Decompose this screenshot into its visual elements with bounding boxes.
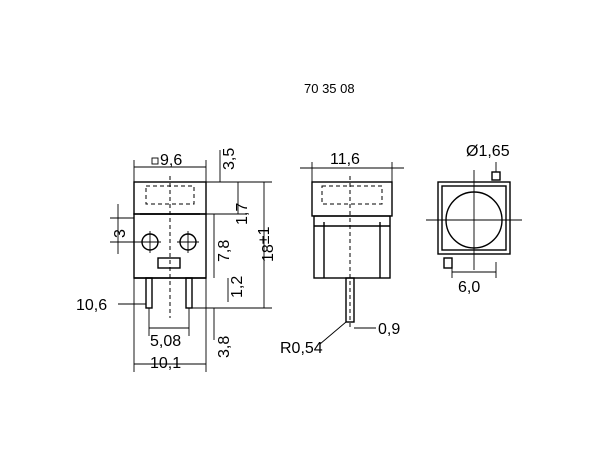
front-view: 9,6 3,5 1,7 3 7,8 1,2 18±1 10,6 5,08 xyxy=(76,148,277,372)
dim-pin-pitch: 5,08 xyxy=(150,333,181,350)
dim-total-height-value: 18 xyxy=(260,244,277,262)
dim-body-height: 7,8 xyxy=(216,240,233,262)
top-pin-mark xyxy=(443,257,453,269)
square-symbol xyxy=(151,157,159,165)
dim-total-height: 18±1 xyxy=(256,226,277,262)
dim-pin-length: 3,8 xyxy=(216,336,233,358)
part-number-label: 70 35 08 xyxy=(304,81,355,96)
side-cap xyxy=(311,181,393,217)
front-tab xyxy=(157,257,181,269)
dim-pin-step: 1,2 xyxy=(229,276,246,298)
dim-side-width: 11,6 xyxy=(330,151,360,168)
dim-hole-spacing: 3 xyxy=(112,229,129,238)
front-cap-hidden xyxy=(145,185,195,205)
dim-front-width: 9,6 xyxy=(160,152,182,169)
dim-top-width: 6,0 xyxy=(458,279,480,296)
top-view: Ø1,65 6,0 xyxy=(426,143,522,296)
dim-total-height-tol: ±1 xyxy=(256,226,273,244)
dim-top-hole: Ø1,65 xyxy=(466,143,510,160)
dim-cap-height: 3,5 xyxy=(221,148,238,170)
dim-left-ref: 10,6 xyxy=(76,297,107,314)
front-pin-right xyxy=(185,277,193,309)
front-pin-left xyxy=(145,277,153,309)
dim-cap-step: 1,7 xyxy=(234,203,251,225)
dim-pin-thickness: 0,9 xyxy=(378,321,400,338)
top-small-hole xyxy=(491,171,501,181)
side-view: 11,6 R0,54 0,9 xyxy=(280,151,404,357)
dim-base-width: 10,1 xyxy=(150,355,181,372)
side-cap-hidden xyxy=(321,185,383,205)
dim-pin-radius: R0,54 xyxy=(280,340,323,357)
dim-radius-leader xyxy=(319,321,347,345)
